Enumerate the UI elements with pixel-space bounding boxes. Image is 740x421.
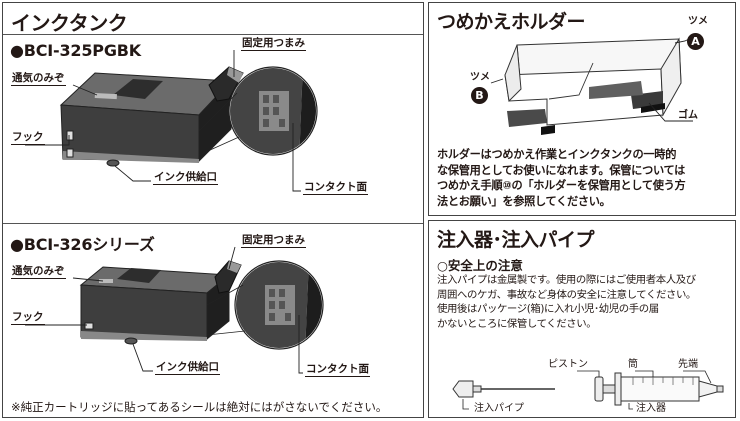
claw-a-label: ツメ	[688, 16, 708, 27]
rubber-label: ゴム	[678, 110, 698, 121]
syringe-illustration	[452, 370, 724, 410]
claw-b-label: ツメ	[470, 72, 490, 83]
ink-supply-port-label-b: インク供給口	[155, 361, 220, 375]
safety-heading: ○安全上の注意	[437, 258, 523, 273]
vent-groove-label-b: 通気のみぞ	[11, 265, 66, 279]
piston-label: ピストン	[548, 359, 588, 370]
lock-knob-label-a: 固定用つまみ	[241, 37, 306, 51]
lock-knob-label-b: 固定用つまみ	[241, 234, 306, 248]
syringe-title: 注入器･注入パイプ	[437, 229, 595, 251]
ink-tank-title: インクタンク	[11, 11, 128, 35]
hook-label-a: フック	[11, 131, 45, 145]
barrel-label: 筒	[628, 359, 638, 370]
contact-surface-label-a: コンタクト面	[303, 181, 368, 195]
injection-pipe-label: 注入パイプ	[474, 403, 524, 414]
model-bci-325pgbk: ●BCI-325PGBK	[10, 41, 141, 60]
cartridge-a-drawing	[25, 50, 318, 192]
injector-label: 注入器	[636, 403, 666, 414]
ink-tank-title-rule	[3, 34, 423, 35]
vent-groove-label-a: 通気のみぞ	[11, 72, 66, 86]
holder-title: つめかえホルダー	[437, 11, 586, 33]
holder-illustration	[490, 37, 693, 135]
injector-drawing	[577, 370, 724, 410]
safety-text: 注入パイプは金属製です。使用の際にはご使用者本人及び 周囲へのケガ、事故など身体…	[437, 274, 696, 330]
contact-surface-label-b: コンタクト面	[305, 363, 370, 377]
injection-pipe-drawing	[452, 380, 555, 410]
ink-tank-illustrations	[25, 50, 324, 374]
holder-panel: つめかえホルダー ツメ A ツメ B ゴム ホルダーはつめかえ作業とインクタンク…	[428, 2, 736, 216]
seal-warning-note: ※純正カートリッジに貼ってあるシールは絶対にはがさないでください。	[11, 400, 388, 414]
ink-tank-divider	[3, 223, 423, 224]
model-bci-326-series: ●BCI-326シリーズ	[10, 235, 155, 254]
syringe-panel: 注入器･注入パイプ ○安全上の注意 注入パイプは金属製です。使用の際にはご使用者…	[428, 220, 736, 418]
holder-description: ホルダーはつめかえ作業とインクタンクの一時的 な保管用としてお使いになれます。保…	[437, 148, 686, 208]
ink-tank-panel: インクタンク ●BCI-325PGBK 固定用つまみ 通気のみぞ フック インク…	[2, 2, 424, 418]
hook-label-b: フック	[11, 311, 45, 325]
claw-a-badge: A	[687, 33, 704, 50]
ink-supply-port-label-a: インク供給口	[153, 171, 218, 185]
tip-label: 先端	[678, 359, 698, 370]
cartridge-b-drawing	[25, 246, 324, 374]
claw-b-badge: B	[471, 87, 488, 104]
